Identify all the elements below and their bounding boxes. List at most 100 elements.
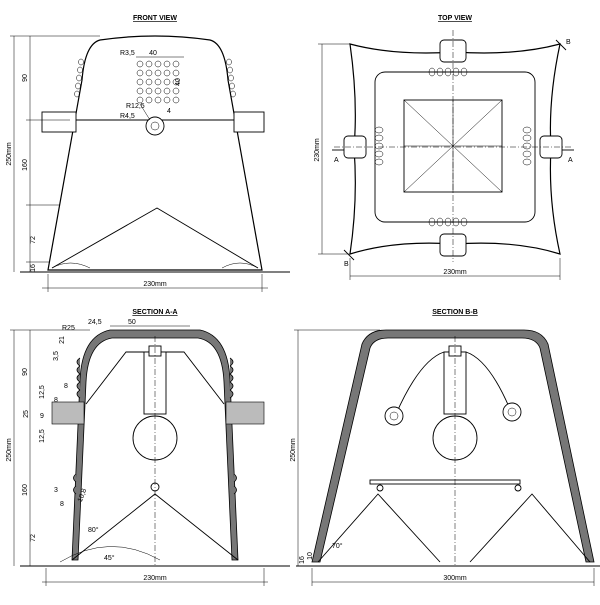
section-aa-handle-right bbox=[225, 401, 265, 425]
section-aa-dim-90: 90 bbox=[22, 368, 29, 376]
section-aa-dim-108: 10,8 bbox=[77, 488, 88, 503]
top-view: TOP VIEW A A B B 230mm 230mm bbox=[314, 15, 574, 280]
grid-hole bbox=[145, 69, 153, 77]
grid-hole bbox=[172, 69, 180, 77]
section-aa-dim-125b: 12,5 bbox=[39, 429, 46, 443]
section-aa-dim-8b: 8 bbox=[54, 397, 58, 404]
front-ribs-right bbox=[226, 58, 236, 98]
section-aa-ribs bbox=[73, 357, 237, 495]
section-aa-dim-72: 72 bbox=[30, 534, 37, 542]
section-bb-title: SECTION B-B bbox=[432, 309, 478, 316]
front-dim-4: 4 bbox=[167, 108, 171, 115]
front-foot-right bbox=[221, 262, 259, 269]
rib-profile bbox=[73, 485, 77, 495]
grid-hole bbox=[172, 96, 180, 104]
rib-mark bbox=[460, 217, 468, 227]
grid-hole bbox=[172, 60, 180, 68]
rib-profile bbox=[229, 365, 234, 375]
section-aa-dim-25: 25 bbox=[23, 410, 30, 418]
top-section-b-left: B bbox=[344, 261, 349, 268]
rib-profile bbox=[229, 373, 234, 383]
grid-hole bbox=[154, 60, 162, 68]
front-dim-160: 160 bbox=[22, 159, 29, 171]
grid-hole bbox=[154, 78, 162, 86]
rib-profile bbox=[229, 381, 234, 391]
front-dim-r125: R12,5 bbox=[126, 103, 145, 110]
rib-mark bbox=[522, 158, 532, 166]
rib-mark bbox=[374, 158, 384, 166]
grid-hole bbox=[145, 60, 153, 68]
front-dim-r35: R3,5 bbox=[120, 50, 135, 57]
front-view: FRONT VIEW bbox=[6, 15, 290, 292]
front-hole-grid bbox=[136, 60, 180, 104]
section-aa-dim-125a: 12,5 bbox=[39, 385, 46, 399]
rib-profile bbox=[229, 389, 234, 399]
front-dim-72: 72 bbox=[30, 236, 37, 244]
front-dim-16: 16 bbox=[30, 264, 37, 272]
section-bb-v-right bbox=[469, 493, 591, 563]
section-aa-dim-8c: 8 bbox=[60, 501, 64, 508]
top-dim-left: 230mm bbox=[314, 138, 321, 162]
grid-hole bbox=[163, 60, 171, 68]
section-bb-pivot-left bbox=[384, 406, 404, 426]
section-aa-handle-left bbox=[51, 401, 85, 425]
top-section-b-right: B bbox=[566, 39, 571, 46]
grid-hole bbox=[163, 78, 171, 86]
section-aa-v-cutout bbox=[71, 493, 239, 561]
section-aa-dim-width: 230mm bbox=[143, 575, 167, 582]
rib-profile bbox=[229, 357, 234, 367]
front-handle-left bbox=[41, 111, 77, 133]
rib-mark bbox=[374, 142, 384, 150]
section-aa-dim-21: 21 bbox=[59, 336, 66, 344]
front-view-title: FRONT VIEW bbox=[133, 15, 177, 22]
front-dim-r45: R4,5 bbox=[120, 113, 135, 120]
front-dim-grid: 40 bbox=[149, 50, 157, 57]
front-ribs-left bbox=[74, 58, 84, 98]
grid-hole bbox=[145, 78, 153, 86]
section-aa-title: SECTION A-A bbox=[132, 309, 177, 316]
rib-mark bbox=[460, 67, 468, 77]
top-dim-bottom: 230mm bbox=[443, 269, 467, 276]
grid-hole bbox=[136, 96, 144, 104]
front-dim-90: 90 bbox=[22, 74, 29, 82]
section-aa-dim-8a: 8 bbox=[64, 383, 68, 390]
section-aa-dim-height: 250mm bbox=[6, 438, 13, 462]
grid-hole bbox=[136, 60, 144, 68]
grid-hole bbox=[154, 96, 162, 104]
grid-hole bbox=[136, 87, 144, 95]
section-bb-angle-70: 70° bbox=[332, 542, 343, 550]
section-bb-dim-width: 300mm bbox=[443, 575, 467, 582]
section-bb-view: SECTION B-B 250mm 16 10 70° 300mm bbox=[290, 309, 600, 586]
rib-profile bbox=[76, 381, 81, 391]
rib-mark bbox=[522, 150, 532, 158]
section-aa-dim-9: 9 bbox=[40, 413, 44, 420]
section-bb-shelf bbox=[369, 479, 521, 485]
grid-hole bbox=[163, 87, 171, 95]
rib-profile bbox=[76, 389, 81, 399]
rib-mark bbox=[374, 126, 384, 134]
rib-mark bbox=[436, 217, 444, 227]
rib-mark bbox=[374, 134, 384, 142]
section-aa-dim-r25: R25 bbox=[62, 325, 75, 332]
front-dim-height: 250mm bbox=[6, 142, 13, 166]
section-bb-wall bbox=[311, 329, 595, 563]
front-dim-width: 230mm bbox=[143, 281, 167, 288]
rib-mark bbox=[436, 67, 444, 77]
rib-mark bbox=[444, 67, 452, 77]
grid-hole bbox=[145, 87, 153, 95]
section-bb-pivot-right bbox=[502, 402, 522, 422]
top-view-title: TOP VIEW bbox=[438, 15, 472, 22]
rib-mark bbox=[522, 142, 532, 150]
grid-hole bbox=[163, 96, 171, 104]
rib-mark bbox=[522, 126, 532, 134]
top-outer-outline bbox=[349, 43, 561, 255]
front-knob-inner bbox=[150, 121, 160, 131]
rib-profile bbox=[76, 365, 81, 375]
front-handle-right bbox=[233, 111, 265, 133]
section-bb-dim-height: 250mm bbox=[290, 438, 297, 462]
section-bb-dim-10: 10 bbox=[307, 552, 314, 560]
front-knob-outer bbox=[145, 116, 165, 136]
top-handle-west bbox=[343, 135, 367, 159]
rib-mark bbox=[428, 217, 436, 227]
